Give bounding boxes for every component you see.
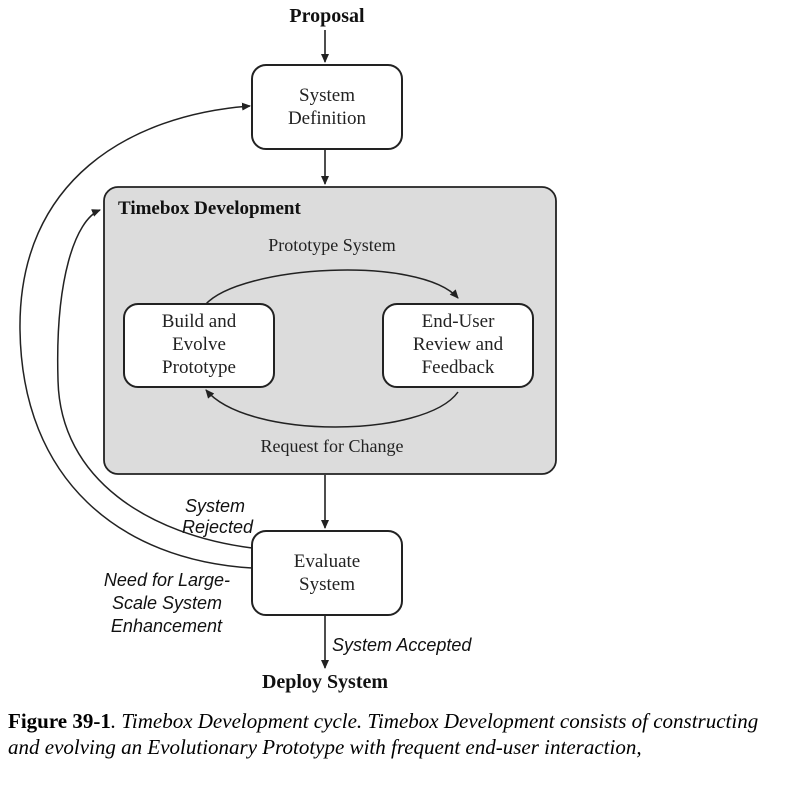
system-accepted-label: System Accepted [332,635,472,655]
enhancement-line1: Need for Large- [104,570,230,590]
evaluate-system-box [251,530,403,616]
figure-caption: Figure 39-1. Timebox Development cycle. … [8,708,788,760]
timebox-development-title: Timebox Development [118,198,301,219]
end-user-review-line3: Feedback [422,357,495,378]
system-definition-box [251,64,403,150]
end-user-review-box [382,303,534,388]
enhancement-loop-arrow [19,102,253,569]
system-rejected-line2: Rejected [182,517,254,537]
end-user-review-line1: End-User [422,311,495,332]
enhancement-line2: Scale System [112,593,222,613]
system-rejected-line1: System [185,496,245,516]
build-evolve-line2: Evolve [172,334,226,355]
prototype-system-label: Prototype System [268,235,396,255]
end-user-review-line2: Review and [413,334,504,355]
evaluate-system-line1: Evaluate [294,551,360,572]
figure-label: Figure 39-1 [8,709,111,733]
evaluate-system-line2: System [299,574,355,595]
request-for-change-label: Request for Change [261,436,404,456]
request-for-change-arc [205,389,459,428]
system-definition-line1: System [299,85,355,106]
enhancement-line3: Enhancement [111,616,223,636]
system-definition-line2: Definition [288,108,367,129]
figure-caption-text: . Timebox Development cycle. Timebox Dev… [8,709,759,759]
timebox-development-diagram: Proposal System Definition Timebox Devel… [19,5,557,693]
build-evolve-line1: Build and [162,311,237,332]
proposal-label: Proposal [289,5,365,27]
rejected-loop-arrow [56,209,253,549]
deploy-system-label: Deploy System [262,671,388,693]
prototype-system-arc [204,269,459,306]
timebox-development-container [103,186,557,475]
build-evolve-prototype-box [123,303,275,388]
build-evolve-line3: Prototype [162,357,236,378]
